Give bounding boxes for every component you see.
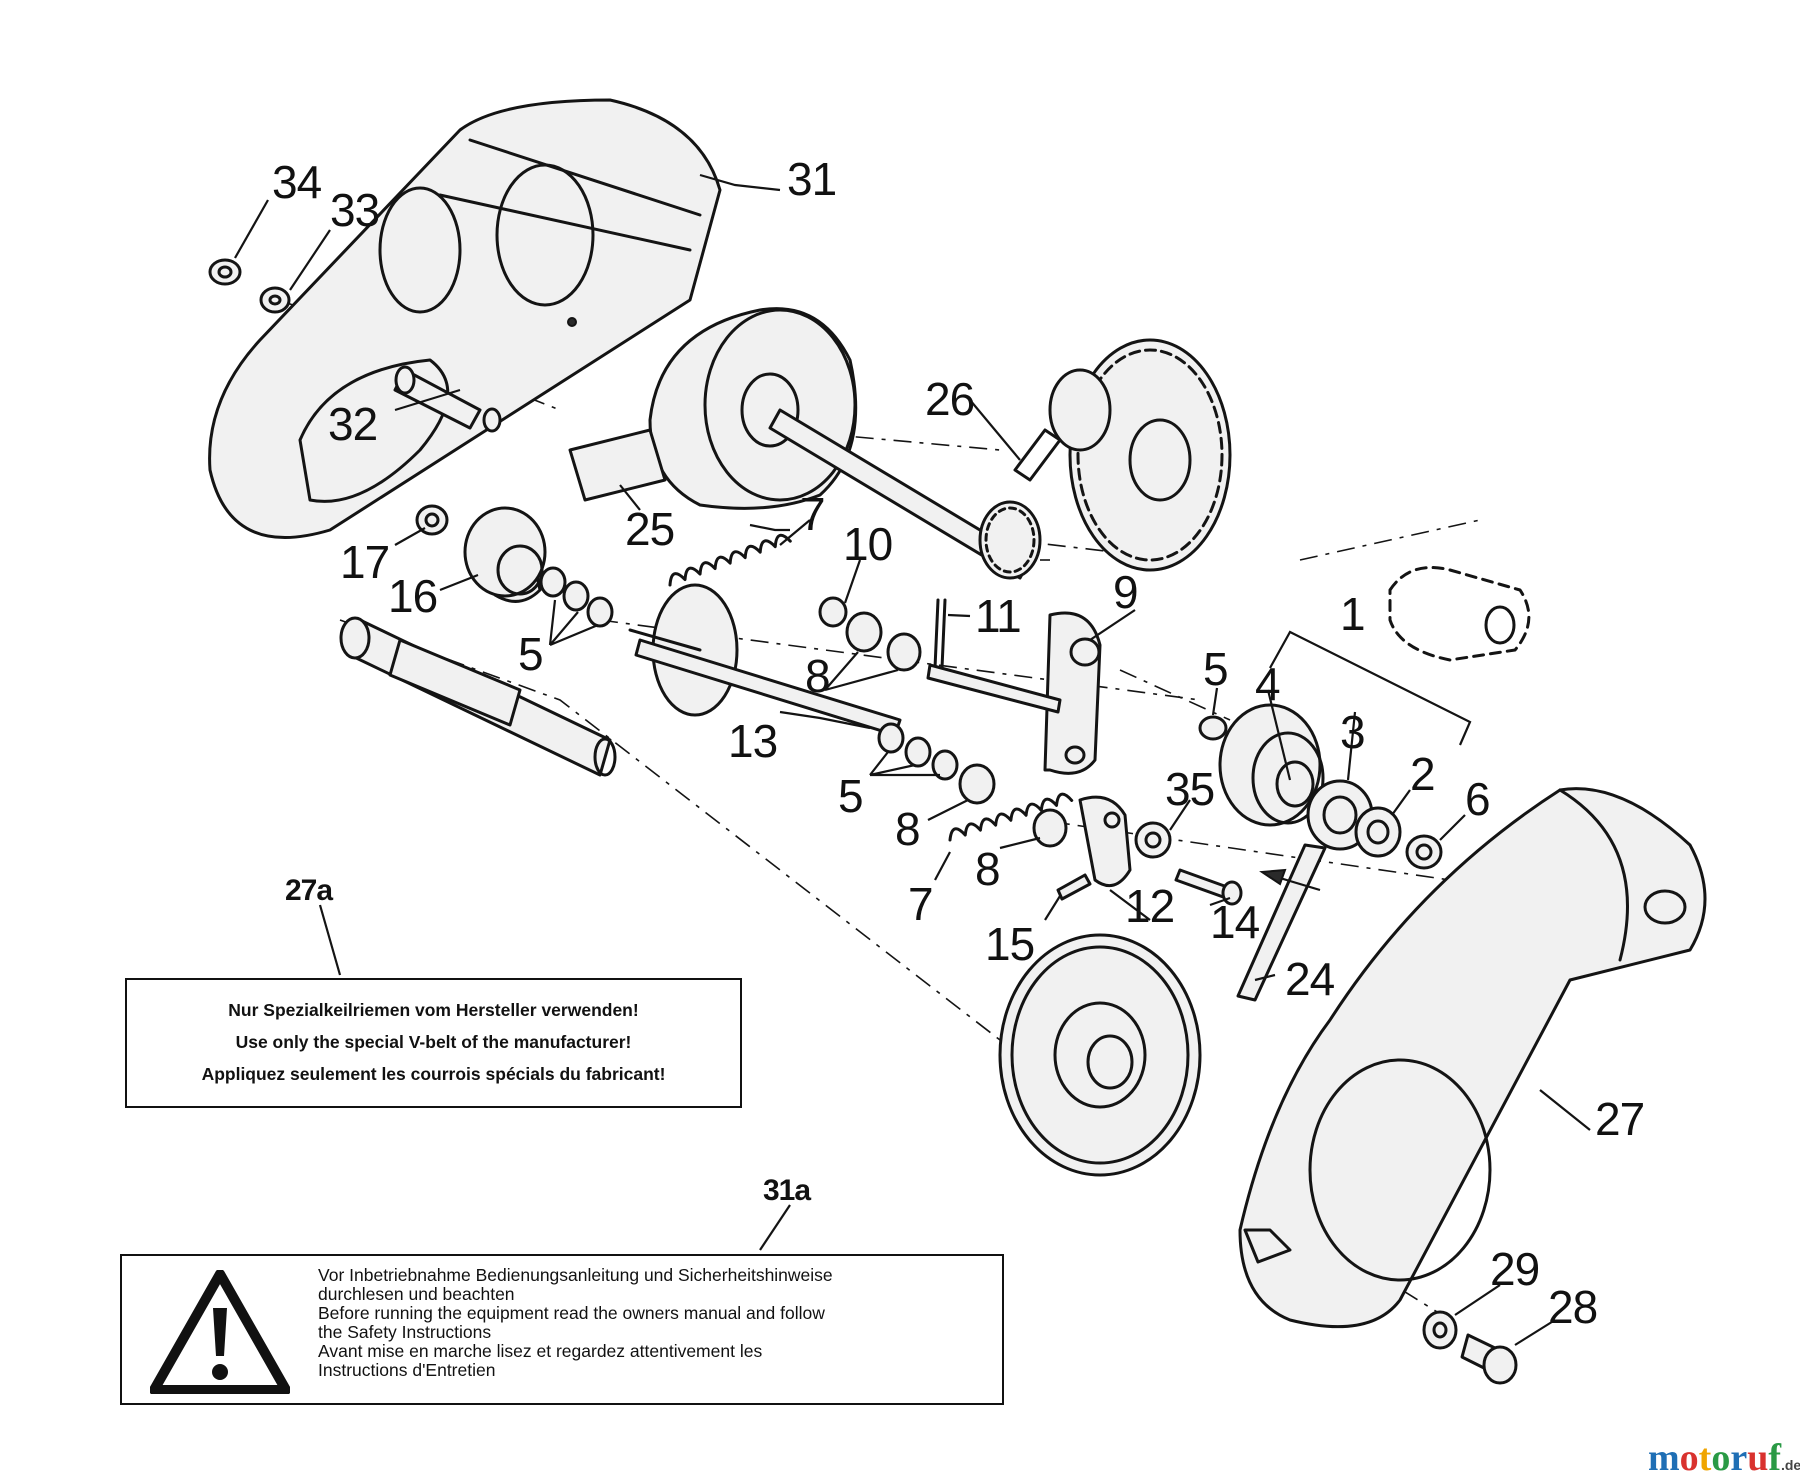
washer-2 bbox=[1354, 806, 1402, 858]
callout-5-right: 5 bbox=[1203, 643, 1228, 695]
lever-9 bbox=[926, 611, 1102, 775]
bolt-32 bbox=[393, 365, 502, 433]
watermark-letter: o bbox=[1711, 1437, 1731, 1479]
callout-10: 10 bbox=[843, 518, 892, 570]
cotter-pin-11 bbox=[933, 598, 947, 670]
callout-15: 15 bbox=[985, 918, 1034, 970]
bolt-14 bbox=[1174, 868, 1243, 906]
watermark-tld: .de bbox=[1780, 1457, 1800, 1473]
decal-27a-line-fr: Appliquez seulement les courrois spécial… bbox=[201, 1064, 666, 1084]
sprocket-assembly-26 bbox=[978, 338, 1232, 580]
callout-3: 3 bbox=[1340, 706, 1365, 758]
decal-31a-text: Vor Inbetriebnahme Bedienungsanleitung u… bbox=[318, 1266, 998, 1380]
watermark-letter: u bbox=[1747, 1437, 1769, 1479]
upper-belt-guard-31 bbox=[208, 98, 722, 539]
callout-8-lower: 8 bbox=[975, 843, 1000, 895]
bushing-8-middle bbox=[958, 763, 996, 805]
nut-35 bbox=[1134, 821, 1172, 859]
pin-15 bbox=[1056, 873, 1092, 901]
bolt-28 bbox=[1460, 1333, 1518, 1385]
callout-2: 2 bbox=[1410, 748, 1435, 800]
washer-5-right bbox=[1198, 715, 1228, 741]
watermark-letter: m bbox=[1648, 1437, 1680, 1479]
callouts: 34 33 31 32 26 25 7 17 16 10 11 9 5 5 1 … bbox=[272, 153, 1645, 1333]
motoruf-watermark[interactable]: motoruf.de bbox=[1648, 1436, 1800, 1480]
callout-5-middle: 5 bbox=[838, 770, 863, 822]
assembly-bracket-1 bbox=[1269, 566, 1531, 746]
callout-27: 27 bbox=[1595, 1093, 1644, 1145]
watermark-letter: t bbox=[1698, 1437, 1712, 1479]
callout-1: 1 bbox=[1340, 588, 1365, 640]
callout-28: 28 bbox=[1548, 1281, 1597, 1333]
watermark-brand: motoruf bbox=[1648, 1437, 1781, 1479]
callout-13: 13 bbox=[728, 715, 777, 767]
main-shaft bbox=[339, 616, 617, 777]
callout-8-middle: 8 bbox=[895, 803, 920, 855]
callout-11: 11 bbox=[975, 590, 1021, 642]
callout-31: 31 bbox=[787, 153, 836, 205]
watermark-letter: f bbox=[1768, 1437, 1781, 1479]
decal-31a-line-4: the Safety Instructions bbox=[318, 1322, 492, 1342]
nut-6 bbox=[1405, 834, 1443, 870]
nut-34 bbox=[208, 258, 242, 286]
bushing-8-lower bbox=[1032, 808, 1068, 848]
callout-6: 6 bbox=[1465, 773, 1490, 825]
callout-34: 34 bbox=[272, 156, 322, 208]
decal-31a-line-5: Avant mise en marche lisez et regardez a… bbox=[318, 1341, 763, 1361]
callout-32: 32 bbox=[328, 398, 377, 450]
callout-7-upper: 7 bbox=[800, 488, 825, 540]
washer-29 bbox=[1422, 1310, 1458, 1350]
callout-8-upper: 8 bbox=[805, 650, 830, 702]
callout-17: 17 bbox=[340, 536, 389, 588]
decal-27a: Nur Spezialkeilriemen vom Hersteller ver… bbox=[125, 978, 742, 1108]
callout-24: 24 bbox=[1285, 953, 1335, 1005]
watermark-letter: r bbox=[1730, 1437, 1748, 1479]
spring-7-lower bbox=[948, 792, 1074, 842]
decal-31a-line-3: Before running the equipment read the ow… bbox=[318, 1303, 825, 1323]
pulley-4 bbox=[1218, 703, 1325, 827]
decal-31a-line-6: Instructions d'Entretien bbox=[318, 1360, 496, 1380]
warning-triangle-icon bbox=[150, 1270, 290, 1394]
callout-26: 26 bbox=[925, 373, 974, 425]
decal-27a-line-en: Use only the special V-belt of the manuf… bbox=[235, 1032, 632, 1052]
leader-lines bbox=[234, 173, 1591, 1346]
arm-12 bbox=[1078, 795, 1132, 888]
key-25 bbox=[568, 428, 667, 502]
lower-belt-guard-27 bbox=[1238, 787, 1707, 1329]
callout-29: 29 bbox=[1490, 1243, 1539, 1295]
callout-16: 16 bbox=[388, 570, 437, 622]
callout-14: 14 bbox=[1210, 896, 1260, 948]
callout-4: 4 bbox=[1255, 658, 1280, 710]
bushings-8-upper bbox=[818, 596, 922, 672]
callout-7-lower: 7 bbox=[908, 878, 933, 930]
spring-7-upper bbox=[668, 533, 792, 587]
decal-27a-line-de: Nur Spezialkeilriemen vom Hersteller ver… bbox=[228, 1000, 639, 1020]
callout-12: 12 bbox=[1125, 880, 1174, 932]
callout-31a: 31a bbox=[763, 1174, 811, 1207]
callout-5-left: 5 bbox=[518, 628, 543, 680]
upper-pulley bbox=[648, 307, 1032, 580]
callout-9: 9 bbox=[1113, 566, 1138, 618]
washers-5-middle bbox=[877, 722, 959, 781]
roller-16 bbox=[463, 506, 547, 603]
nut-17 bbox=[415, 504, 449, 536]
decal-31a-line-1: Vor Inbetriebnahme Bedienungsanleitung u… bbox=[318, 1265, 833, 1285]
callout-27a: 27a bbox=[285, 874, 333, 907]
callout-25: 25 bbox=[625, 503, 674, 555]
decal-31a: Vor Inbetriebnahme Bedienungsanleitung u… bbox=[120, 1254, 1004, 1405]
decal-31a-line-2: durchlesen und beachten bbox=[318, 1284, 515, 1304]
rod-13 bbox=[628, 583, 902, 737]
lower-pulley bbox=[998, 933, 1202, 1177]
washer-33 bbox=[259, 286, 291, 314]
rod-24 bbox=[1236, 843, 1327, 1002]
callout-33: 33 bbox=[330, 184, 379, 236]
assembly-arrow bbox=[1259, 868, 1321, 892]
washers-5-left bbox=[539, 566, 614, 628]
watermark-letter: o bbox=[1679, 1437, 1699, 1479]
callout-35: 35 bbox=[1165, 763, 1214, 815]
